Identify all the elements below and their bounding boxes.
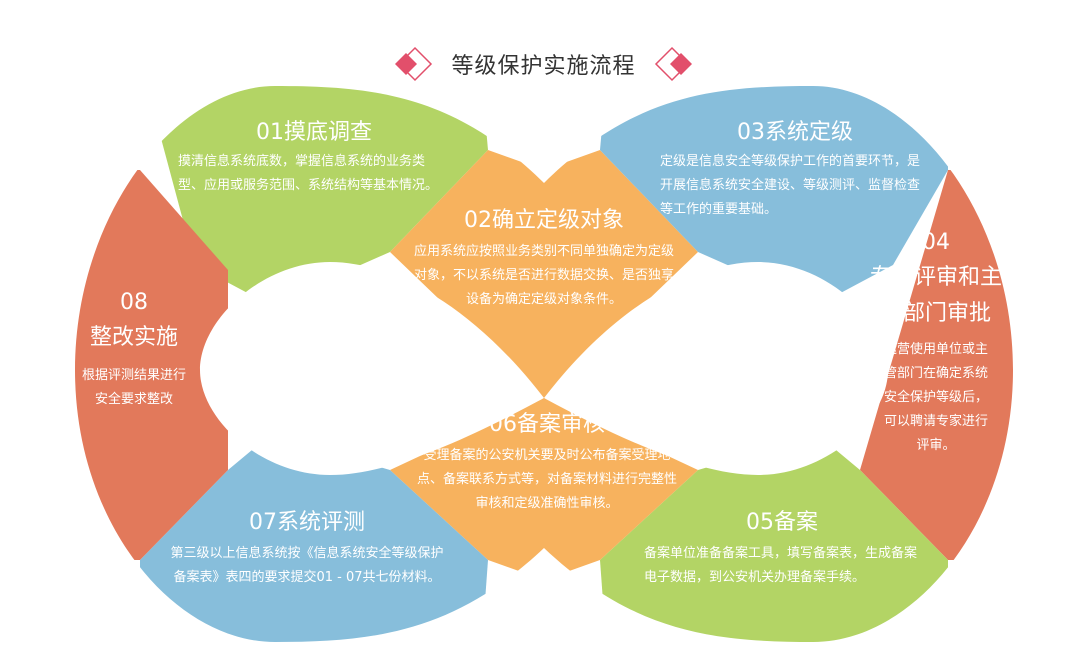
diamond-right-icon <box>654 46 692 82</box>
step-07: 07系统评测 第三级以上信息系统按《信息系统安全等级保护备案表》表四的要求提交0… <box>166 508 448 590</box>
step-08-title: 整改实施 <box>89 325 178 350</box>
step-05: 05备案 备案单位准备备案工具，填写备案表，生成备案电子数据，到公安机关办理备案… <box>644 508 920 590</box>
step-04-desc: 运营使用单位或主管部门在确定系统安全保护等级后，可以聘请专家进行评审。 <box>884 342 989 453</box>
step-05-desc: 备案单位准备备案工具，填写备案表，生成备案电子数据，到公安机关办理备案手续。 <box>644 546 918 585</box>
step-01: 01摸底调查 摸清信息系统底数，掌握信息系统的业务类型、应用或服务范围、系统结构… <box>178 118 450 198</box>
segment-05 <box>600 435 948 642</box>
step-07-desc: 第三级以上信息系统按《信息系统安全等级保护备案表》表四的要求提交01 - 07共… <box>170 546 444 585</box>
segment-04 <box>860 170 1013 560</box>
step-03-desc: 定级是信息安全等级保护工作的首要环节，是开展信息系统安全建设、等级测评、监督检查… <box>660 154 921 217</box>
step-01-title: 01摸底调查 <box>256 120 372 145</box>
step-04: 04 专家评审和主管部门审批 运营使用单位或主管部门在确定系统安全保护等级后，可… <box>866 228 1006 458</box>
step-06: 06备案审核 受理备案的公安机关要及时公布备案受理地点、备案联系方式等，对备案材… <box>416 410 678 516</box>
segment-01 <box>140 86 488 305</box>
step-01-desc: 摸清信息系统底数，掌握信息系统的业务类型、应用或服务范围、系统结构等基本情况。 <box>178 154 439 193</box>
step-02-title: 02确立定级对象 <box>464 208 624 233</box>
step-02: 02确立定级对象 应用系统应按照业务类别不同单独确定为定级对象，不以系统是否进行… <box>410 206 678 312</box>
segment-08 <box>75 170 228 560</box>
page-title: 等级保护实施流程 <box>451 54 636 79</box>
step-02-desc: 应用系统应按照业务类别不同单独确定为定级对象，不以系统是否进行数据交换、是否独享… <box>413 244 674 307</box>
step-04-title: 专家评审和主管部门审批 <box>869 265 1002 326</box>
diamond-left-icon <box>395 46 433 82</box>
step-06-title: 06备案审核 <box>489 412 605 437</box>
title-bar: 等级保护实施流程 <box>0 42 1087 86</box>
step-08: 08 整改实施 根据评测结果进行安全要求整改 <box>78 288 190 412</box>
step-07-title: 07系统评测 <box>249 510 365 535</box>
segment-06 <box>390 398 698 580</box>
step-03: 03系统定级 定级是信息安全等级保护工作的首要环节，是开展信息系统安全建设、等级… <box>660 118 930 222</box>
segment-07 <box>140 435 488 642</box>
step-06-desc: 受理备案的公安机关要及时公布备案受理地点、备案联系方式等，对备案材料进行完整性审… <box>416 448 677 511</box>
segment-02 <box>390 150 698 400</box>
segment-03 <box>600 86 948 305</box>
step-08-number: 08 <box>120 290 148 315</box>
step-04-number: 04 <box>922 230 950 255</box>
step-03-title: 03系统定级 <box>737 120 853 145</box>
step-05-title: 05备案 <box>746 510 818 535</box>
step-08-desc: 根据评测结果进行安全要求整改 <box>82 368 187 407</box>
